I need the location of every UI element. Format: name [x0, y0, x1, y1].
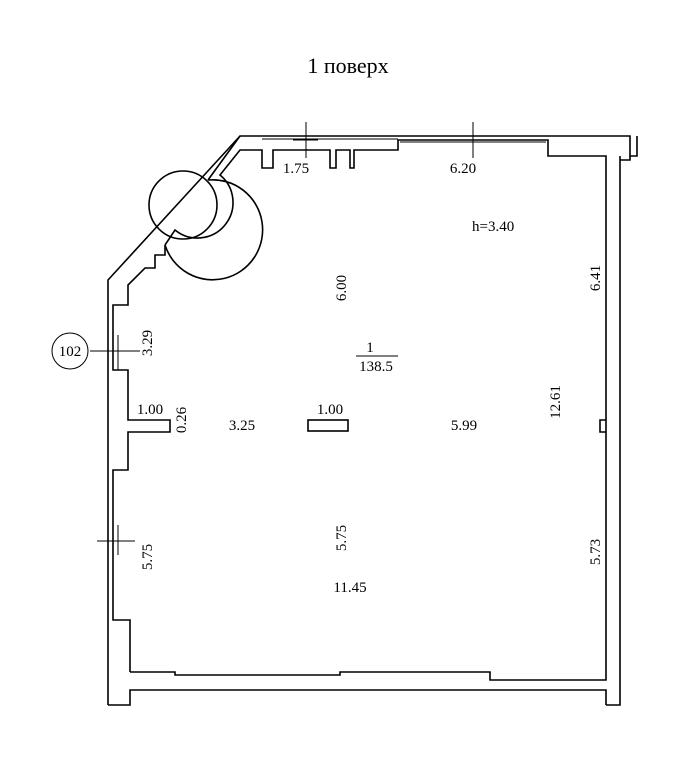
dim-interior-lower: 5.75: [334, 525, 350, 551]
dim-left-lower: 5.75: [140, 544, 156, 570]
room-number: 1: [366, 340, 374, 356]
dim-left-upper: 3.29: [140, 330, 156, 356]
dim-pillar: 1.00: [317, 402, 343, 418]
dim-width-right: 5.99: [451, 418, 477, 434]
room-area: 138.5: [359, 359, 393, 375]
plan-title: 1 поверх: [307, 53, 388, 78]
height-label: h=3.40: [472, 219, 514, 235]
dim-width-total: 11.45: [333, 580, 366, 596]
outer-walls: [107, 135, 638, 706]
section-marker: 102: [51, 332, 89, 370]
bay-window: [148, 135, 264, 281]
dim-right-total: 12.61: [548, 385, 564, 419]
tick-marks: [90, 122, 486, 555]
dim-top-left-opening: 1.75: [283, 161, 309, 177]
section-marker-label: 102: [59, 344, 82, 360]
dim-column-depth: 0.26: [174, 406, 190, 433]
dim-right-lower: 5.73: [588, 539, 604, 565]
dim-column-width: 1.00: [137, 402, 163, 418]
dim-interior-upper: 6.00: [334, 275, 350, 301]
dim-width-left: 3.25: [229, 418, 255, 434]
dim-right-upper: 6.41: [588, 265, 604, 291]
dim-top-right-opening: 6.20: [450, 161, 476, 177]
round-column: [148, 170, 218, 240]
pillar: [307, 419, 349, 432]
